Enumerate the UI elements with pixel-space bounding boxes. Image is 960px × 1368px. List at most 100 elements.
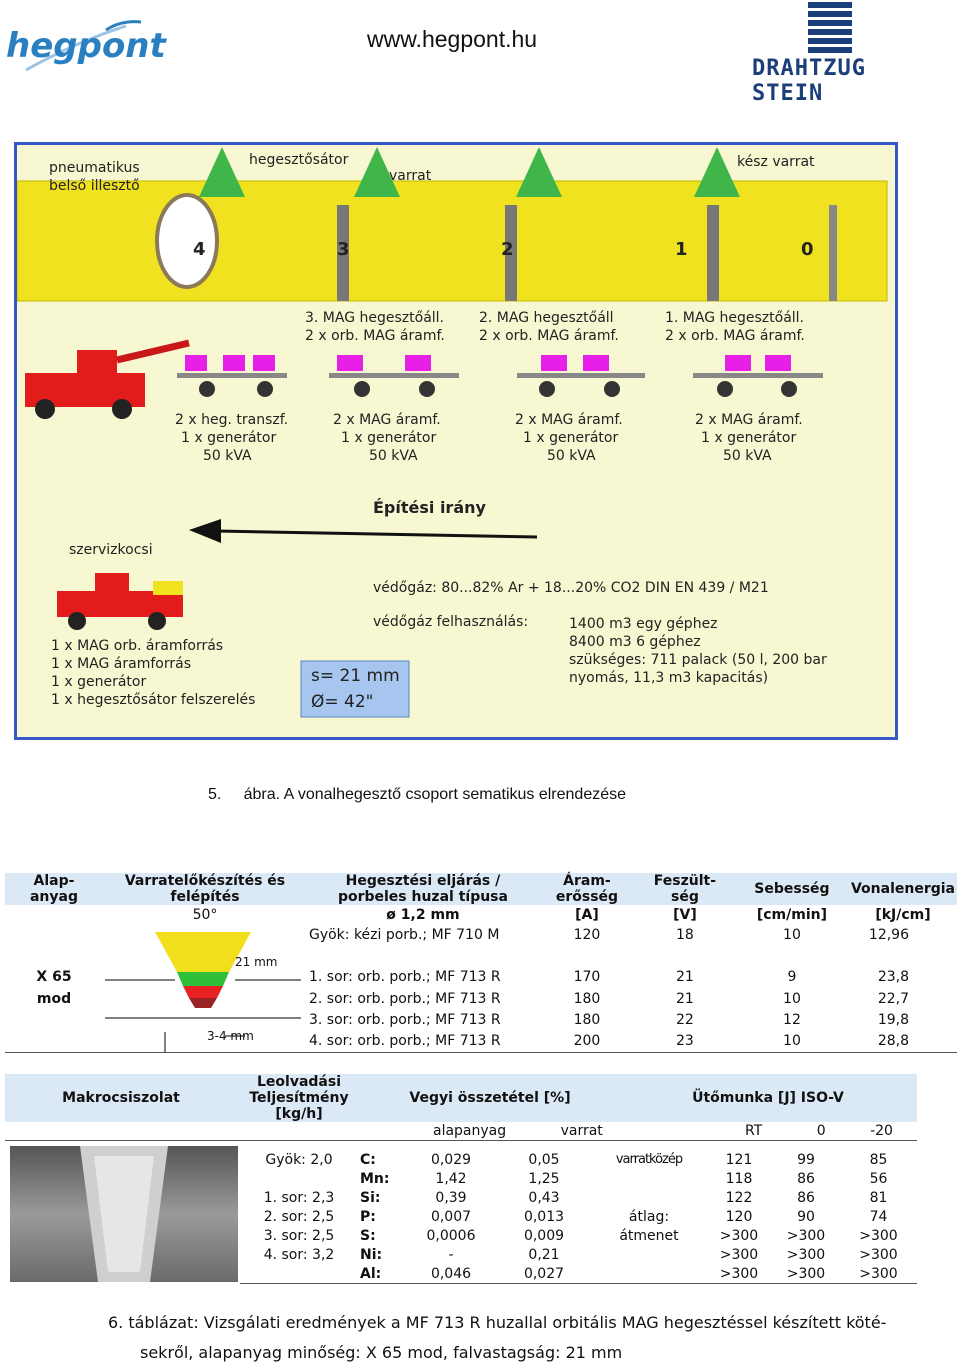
cell-minus20: >300 [859,1265,898,1282]
cell-speed: 10 [783,926,801,943]
cell-rt: >300 [719,1227,759,1244]
cell-current: 120 [573,926,601,943]
cell-weld: 0,013 [523,1208,565,1225]
cell-minus20: 81 [869,1189,888,1206]
cell-process: Gyök: kézi porb.; MF 710 M [308,926,500,943]
gas-use-label: védőgáz felhasználás: [373,614,529,630]
table-header-row: Makrocsiszolat Leolvadási Teljesítmény [… [5,1074,917,1122]
arrow-head-icon [189,519,221,543]
cell-element: Ni: [360,1246,383,1263]
gas-value: szükséges: 711 palack (50 l, 200 bar [569,652,827,668]
label-finished: kész varrat [737,154,815,170]
cart-3-line-2: 1 x generátor [523,430,619,446]
cell-process: 3. sor: orb. porb.; MF 713 R [308,1011,501,1028]
weld-prep-sketch: 21 mm 3-4 mm [103,924,307,1053]
joint-number: 0 [801,239,814,260]
welding-parameters-table: Alap- anyag Varratelőkészítés és felépít… [5,873,957,1053]
macro-section-image [10,1146,238,1282]
cell-process: 1. sor: orb. porb.; MF 713 R [308,969,501,986]
cell-rate [240,1169,358,1188]
cell-current: 200 [573,1033,601,1050]
cell-base: 0,0006 [426,1227,476,1244]
prep-thickness-label: 21 mm [234,955,278,969]
table-row: mod 2. sor: orb. porb.; MF 713 R 180 21 … [5,988,957,1009]
cell-rate: 4. sor: 3,2 [263,1246,335,1263]
label-seam: varrat [389,168,432,184]
hegpont-logo: hegpont [6,12,166,82]
chem-subheaders: alapanyag varrat [361,1122,619,1141]
table-row: 3. sor: 2,5 S: 0,0006 0,009 átmenet >300… [240,1226,917,1245]
cell-speed: 10 [783,1033,801,1050]
cart-1 [177,355,287,397]
results-header-table: Makrocsiszolat Leolvadási Teljesítmény [… [5,1074,917,1141]
cart-4-line-1: 2 x MAG áramf. [695,412,803,428]
diagram-graphics [17,147,888,718]
cell-location [592,1264,706,1284]
hegpont-logo-text: hegpont [6,26,166,66]
service-list-item: 1 x MAG orb. áramforrás [51,638,224,654]
station-1-line-2: 2 x orb. MAG áramf. [665,328,805,344]
joint-number: 1 [675,239,688,260]
cart-2-line-1: 2 x MAG áramf. [333,412,441,428]
table-row: 4. sor: orb. porb.; MF 713 R 200 23 10 2… [5,1031,957,1053]
header-cell: Hegesztési eljárás / porbeles huzal típu… [337,873,508,905]
cell-speed: 12 [783,1011,801,1028]
cell-current: 180 [573,990,601,1007]
cell-base: 1,42 [435,1170,467,1187]
table-subheader-row: alapanyag varrat RT 0 -20 [5,1122,917,1141]
cell-location: varratközép [615,1151,683,1167]
cell-voltage: 18 [676,926,694,943]
header-cell: Vegyi összetétel [%] [409,1090,571,1106]
cell-base: 0,39 [435,1189,467,1206]
cell-weld: 0,009 [523,1227,565,1244]
joint-1 [707,205,719,301]
results-table: Gyök: 2,0 C: 0,029 0,05 varratközép 121 … [240,1150,917,1284]
table-header-row: Alap- anyag Varratelőkészítés és felépít… [5,873,957,905]
cell-process: 2. sor: orb. porb.; MF 713 R [308,990,501,1007]
table-units-row: 50° ø 1,2 mm [A] [V] [cm/min] [kJ/cm] [5,905,957,924]
joint-0 [829,205,837,301]
cell-element: C: [360,1151,376,1168]
cell-voltage: 21 [676,969,694,986]
station-3-line-2: 2 x orb. MAG áramf. [305,328,445,344]
station-2-line-1: 2. MAG hegesztőáll [479,310,614,326]
cart-2-line-2: 1 x generátor [341,430,437,446]
cell-rt: 122 [725,1189,753,1206]
cart-2 [329,355,459,397]
joint-number: 4 [193,239,206,260]
cell-rt: 118 [725,1170,753,1187]
table-row: 1. sor: 2,3 Si: 0,39 0,43 122 86 81 [240,1188,917,1207]
subheader-0: 0 [816,1123,826,1139]
hegpont-logo-swoosh [25,20,142,72]
cell-element: Si: [360,1189,381,1206]
label-station: hegesztősátor [249,152,349,168]
cell-weld: 0,027 [523,1265,565,1282]
cell-base: - [448,1246,454,1263]
weld-prep-icon [104,932,301,1052]
tent-icon [354,147,400,197]
cell-element: S: [360,1227,376,1244]
table-row: Al: 0,046 0,027 >300 >300 >300 [240,1264,917,1284]
cell-voltage: 21 [676,990,694,1007]
drahtzug-stein-text: DRAHTZUG STEIN [752,56,866,106]
macro-section-photo [10,1146,238,1282]
cell-0: 86 [797,1170,815,1187]
cart-1-line-3: 50 kVA [203,448,252,464]
cell-rt: >300 [719,1265,759,1282]
pipe [17,180,888,302]
cell-current: 170 [573,969,601,986]
cell-rate [240,1264,358,1284]
cell-0: 86 [797,1189,815,1206]
crane-truck-icon [25,339,190,419]
cell-base: 0,007 [430,1208,472,1225]
table-caption: 6. táblázat: Vizsgálati eredmények a MF … [108,1308,938,1368]
cell-voltage: 23 [676,1033,694,1050]
service-list-item: 1 x MAG áramforrás [51,656,191,672]
cart-3 [517,355,645,397]
header-cell: Vonalenergia [850,881,955,897]
cell-rt: >300 [719,1246,759,1263]
cell-location: átlag: [628,1208,670,1225]
cart-3-line-3: 50 kVA [547,448,596,464]
joint-number: 3 [337,239,350,260]
tent-icon [199,147,245,197]
